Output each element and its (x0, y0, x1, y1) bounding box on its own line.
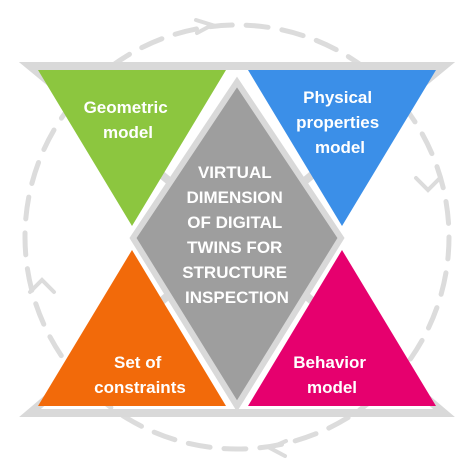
cycle-arrow-right-icon (414, 176, 442, 193)
geometric-line-1: Geometric (84, 98, 168, 117)
constraints-triangle (38, 250, 226, 406)
center-line-5: STRUCTURE (182, 263, 287, 282)
geometric-model-label: Geometric model (84, 98, 173, 142)
constraints-line-2: constraints (94, 378, 186, 397)
geometric-model-triangle (38, 70, 226, 226)
center-title: VIRTUAL DIMENSION OF DIGITAL TWINS FOR S… (182, 163, 292, 307)
physical-properties-label: Physical properties model (296, 88, 384, 157)
center-line-2: DIMENSION (186, 188, 282, 207)
center-diamond (129, 76, 345, 412)
center-line-6: INSPECTION (185, 288, 289, 307)
geometric-line-2: model (103, 123, 153, 142)
physical-line-1: Physical (303, 88, 372, 107)
center-line-4: TWINS FOR (187, 238, 282, 257)
physical-line-3: model (315, 138, 365, 157)
behavior-model-triangle (248, 250, 436, 406)
behavior-line-1: Behavior (293, 353, 366, 372)
physical-line-2: properties (296, 113, 379, 132)
physical-properties-triangle (248, 70, 436, 226)
cycle-arrow-bottom-icon (265, 439, 288, 458)
behavior-model-label: Behavior model (293, 353, 370, 397)
cycle-arrow-left-icon (28, 277, 56, 294)
constraints-line-1: Set of (114, 353, 162, 372)
constraints-label: Set of constraints (94, 353, 186, 397)
behavior-line-2: model (307, 378, 357, 397)
cycle-arrow-top-icon (194, 18, 218, 35)
center-line-3: OF DIGITAL (187, 213, 282, 232)
dashed-cycle-circle (22, 22, 452, 452)
center-line-1: VIRTUAL (198, 163, 271, 182)
